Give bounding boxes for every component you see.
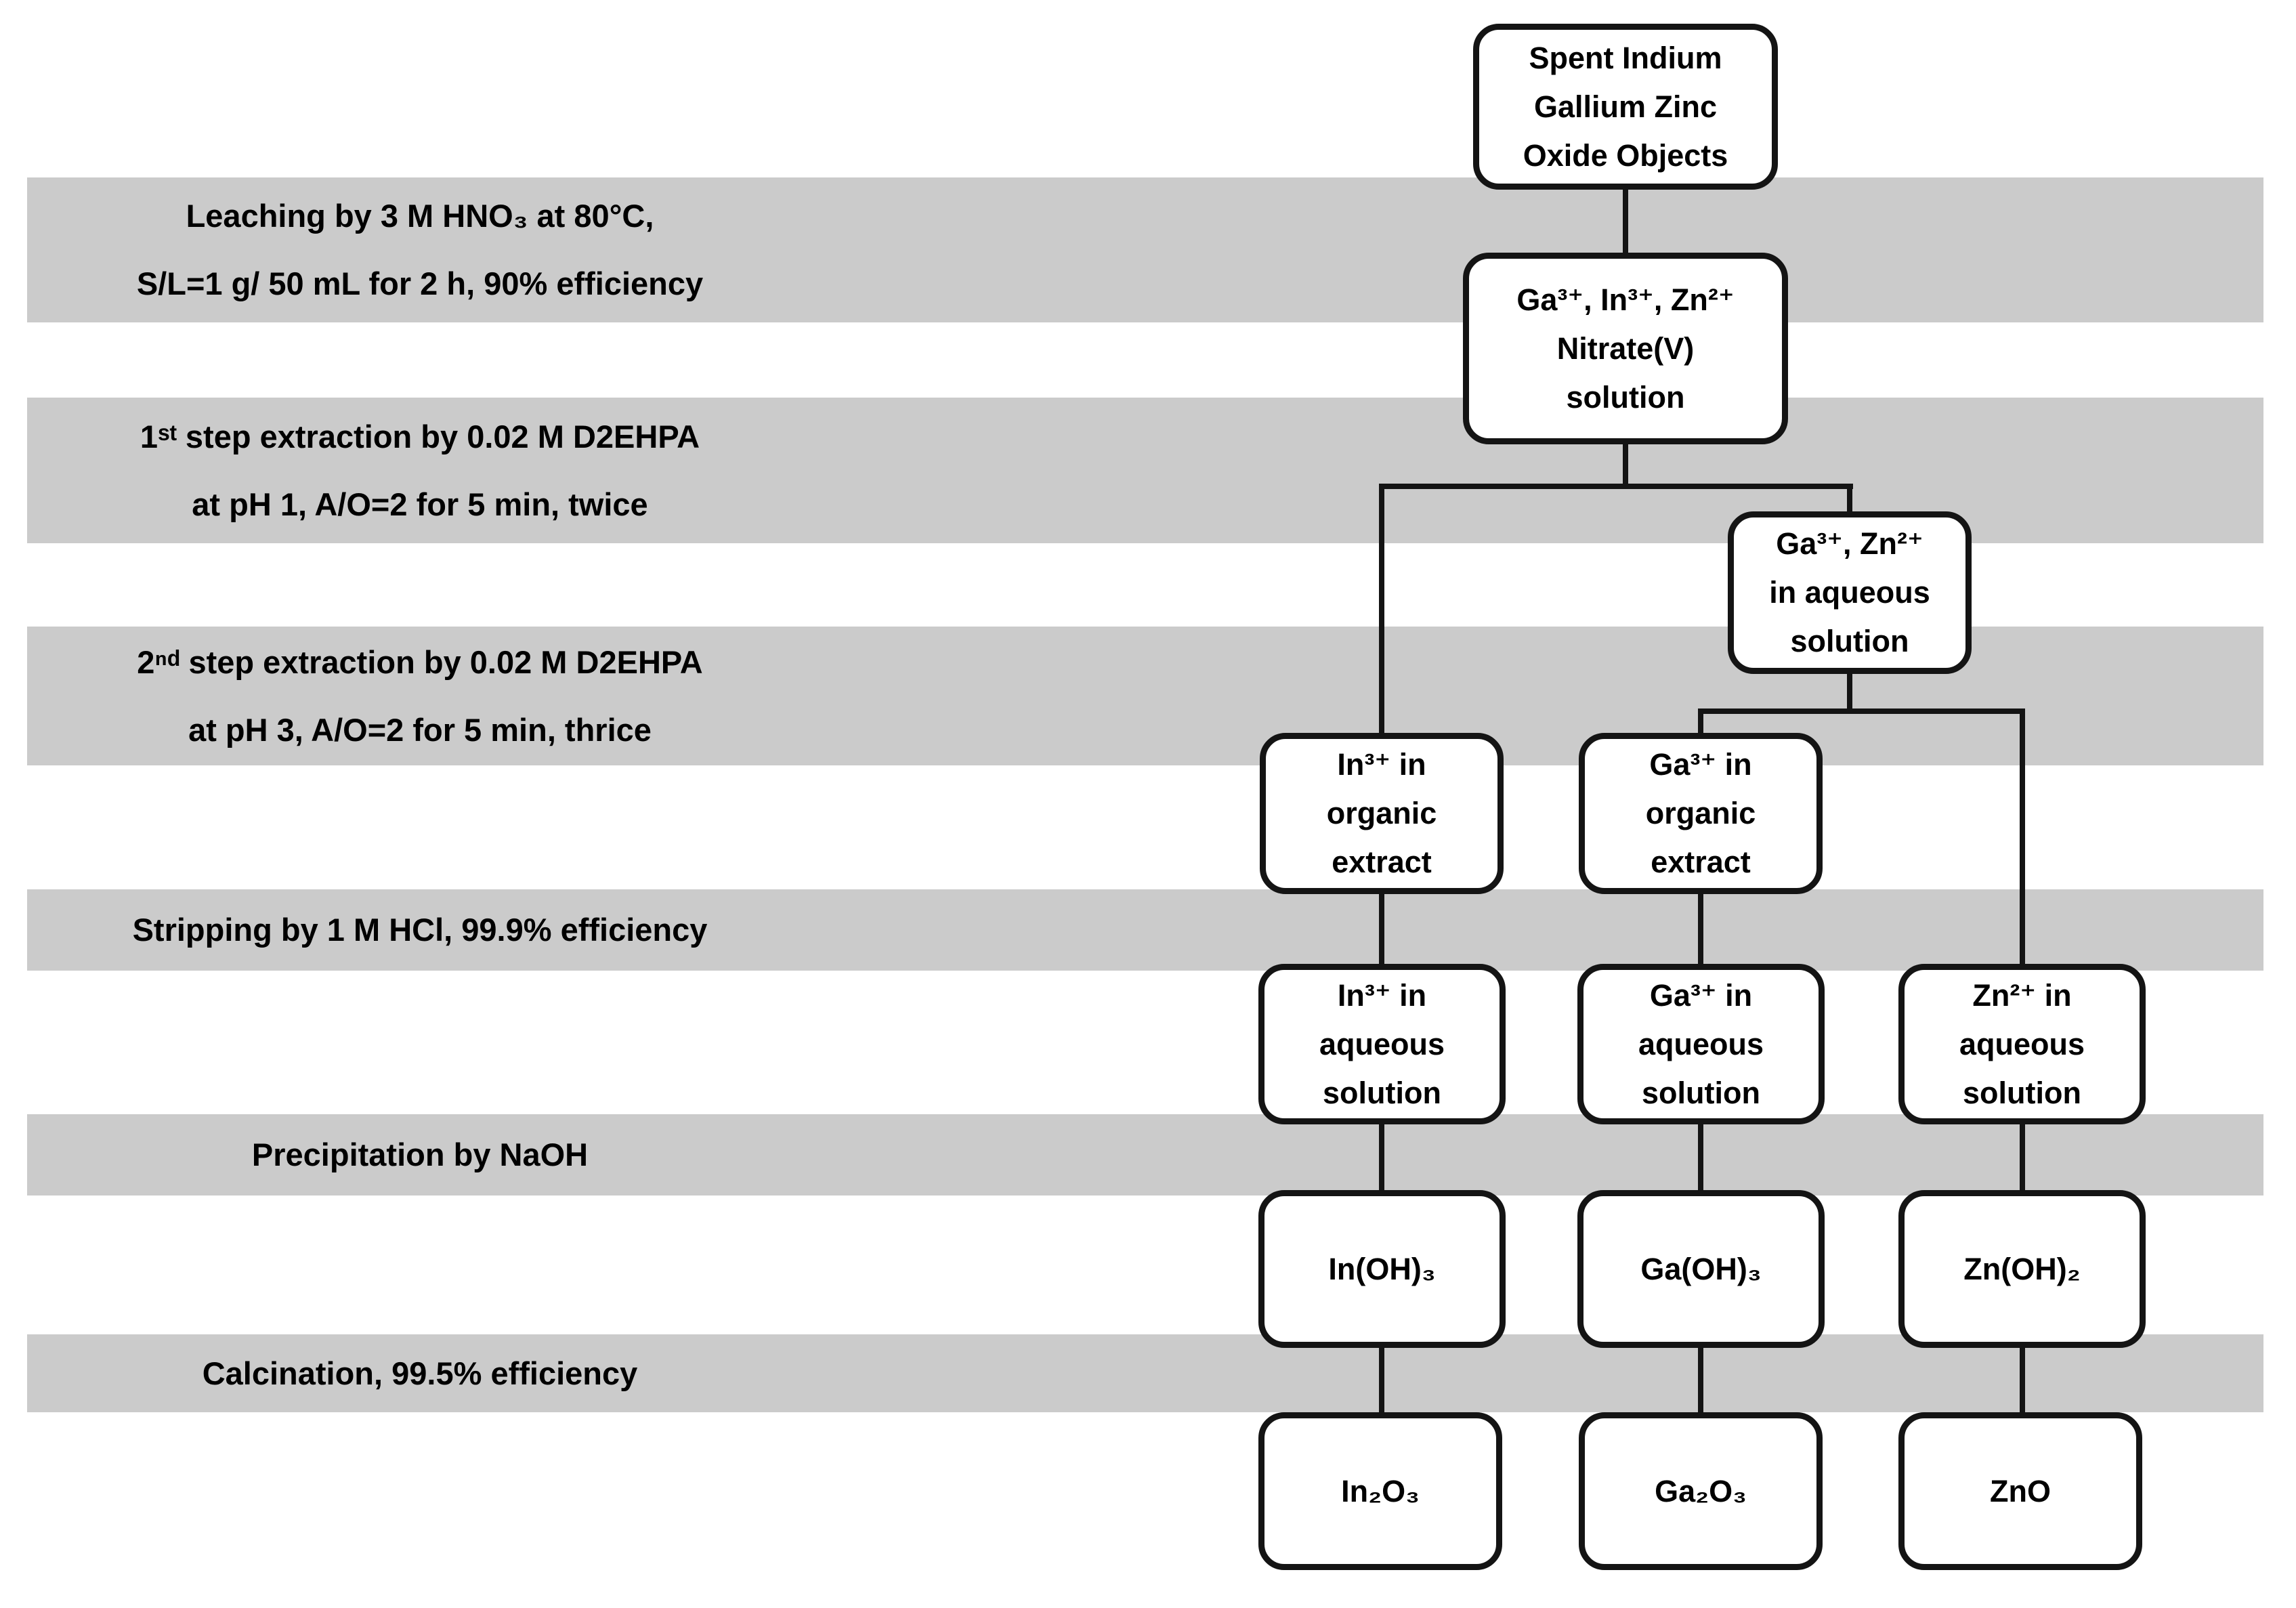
node-label-zn-oxide: ZnO xyxy=(1990,1473,2051,1508)
node-zn-oxide: ZnO xyxy=(1898,1412,2142,1570)
connector-ga-zn-stem xyxy=(1847,671,1852,714)
node-label-nitrate-solution: Ga³⁺, In³⁺, Zn²⁺ Nitrate(V) solution xyxy=(1516,282,1735,415)
node-label-ga-zn-aqueous: Ga³⁺, Zn²⁺ in aqueous solution xyxy=(1769,526,1930,658)
connector-branch1-to-ga-zn-aqueous xyxy=(1847,484,1852,516)
band-label-precipitation: Precipitation by NaOH xyxy=(251,1137,589,1173)
connector-zn-hydroxide-to-zn-oxide xyxy=(2020,1345,2025,1416)
connector-ga-organic-to-ga-aqueous xyxy=(1698,891,1703,968)
node-ga-zn-aqueous: Ga³⁺, Zn²⁺ in aqueous solution xyxy=(1728,511,1972,674)
node-ga-hydroxide: Ga(OH)₃ xyxy=(1577,1190,1825,1348)
node-nitrate-solution: Ga³⁺, In³⁺, Zn²⁺ Nitrate(V) solution xyxy=(1463,253,1788,444)
node-spent-igzo: Spent Indium Gallium Zinc Oxide Objects xyxy=(1473,24,1778,190)
connector-ga-aqueous-to-ga-hydroxide xyxy=(1698,1121,1703,1194)
connector-zn-aqueous-to-zn-hydroxide xyxy=(2020,1121,2025,1194)
connector-nitrate-stem xyxy=(1623,440,1628,489)
connector-in-aqueous-to-in-hydroxide xyxy=(1379,1121,1384,1194)
node-label-in-hydroxide: In(OH)₃ xyxy=(1328,1251,1436,1286)
node-ga-oxide: Ga₂O₃ xyxy=(1579,1412,1823,1570)
band-label-stripping: Stripping by 1 M HCl, 99.9% efficiency xyxy=(132,912,708,948)
process-band-stripping: Stripping by 1 M HCl, 99.9% efficiency xyxy=(27,889,2263,971)
node-in-hydroxide: In(OH)₃ xyxy=(1258,1190,1506,1348)
connector-ga-hydroxide-to-ga-oxide xyxy=(1698,1345,1703,1416)
node-in-oxide: In₂O₃ xyxy=(1258,1412,1502,1570)
band-label-extraction-2: 2ⁿᵈ step extraction by 0.02 M D2EHPA at … xyxy=(137,643,703,748)
node-label-zn-aqueous-solution: Zn²⁺ in aqueous solution xyxy=(1959,977,2085,1110)
process-band-leaching: Leaching by 3 M HNO₃ at 80°C, S/L=1 g/ 5… xyxy=(27,177,2263,322)
band-label-extraction-1: 1ˢᵗ step extraction by 0.02 M D2EHPA at … xyxy=(140,418,700,522)
node-ga-organic-extract: Ga³⁺ in organic extract xyxy=(1579,733,1823,894)
node-label-ga-aqueous-solution: Ga³⁺ in aqueous solution xyxy=(1638,977,1764,1110)
connector-in-organic-to-in-aqueous xyxy=(1379,891,1384,968)
connector-in-hydroxide-to-in-oxide xyxy=(1379,1345,1384,1416)
node-zn-hydroxide: Zn(OH)₂ xyxy=(1898,1190,2146,1348)
process-band-calcination: Calcination, 99.5% efficiency xyxy=(27,1334,2263,1412)
node-label-in-aqueous-solution: In³⁺ in aqueous solution xyxy=(1319,977,1445,1110)
node-label-ga-organic-extract: Ga³⁺ in organic extract xyxy=(1645,747,1756,879)
node-ga-aqueous-solution: Ga³⁺ in aqueous solution xyxy=(1577,964,1825,1124)
node-in-organic-extract: In³⁺ in organic extract xyxy=(1260,733,1504,894)
node-label-in-oxide: In₂O₃ xyxy=(1341,1473,1420,1508)
node-label-ga-hydroxide: Ga(OH)₃ xyxy=(1640,1251,1762,1286)
connector-branch1-horizontal xyxy=(1379,484,1853,489)
process-band-precipitation: Precipitation by NaOH xyxy=(27,1114,2263,1196)
node-in-aqueous-solution: In³⁺ in aqueous solution xyxy=(1258,964,1506,1124)
node-label-ga-oxide: Ga₂O₃ xyxy=(1655,1473,1747,1508)
band-label-leaching: Leaching by 3 M HNO₃ at 80°C, S/L=1 g/ 5… xyxy=(136,198,704,301)
node-label-spent-igzo: Spent Indium Gallium Zinc Oxide Objects xyxy=(1523,40,1728,173)
process-band-extraction-1: 1ˢᵗ step extraction by 0.02 M D2EHPA at … xyxy=(27,398,2263,543)
node-zn-aqueous-solution: Zn²⁺ in aqueous solution xyxy=(1898,964,2146,1124)
band-label-calcination: Calcination, 99.5% efficiency xyxy=(202,1355,638,1391)
connector-branch2-horizontal xyxy=(1698,708,2025,714)
node-label-zn-hydroxide: Zn(OH)₂ xyxy=(1963,1251,2081,1286)
connector-spent-to-nitrate xyxy=(1623,186,1628,255)
node-label-in-organic-extract: In³⁺ in organic extract xyxy=(1326,747,1437,879)
connector-branch2-to-zn-aqueous xyxy=(2020,708,2025,968)
connector-branch1-to-in-organic xyxy=(1379,484,1384,736)
process-band-extraction-2: 2ⁿᵈ step extraction by 0.02 M D2EHPA at … xyxy=(27,627,2263,765)
connector-branch2-to-ga-organic xyxy=(1698,708,1703,737)
